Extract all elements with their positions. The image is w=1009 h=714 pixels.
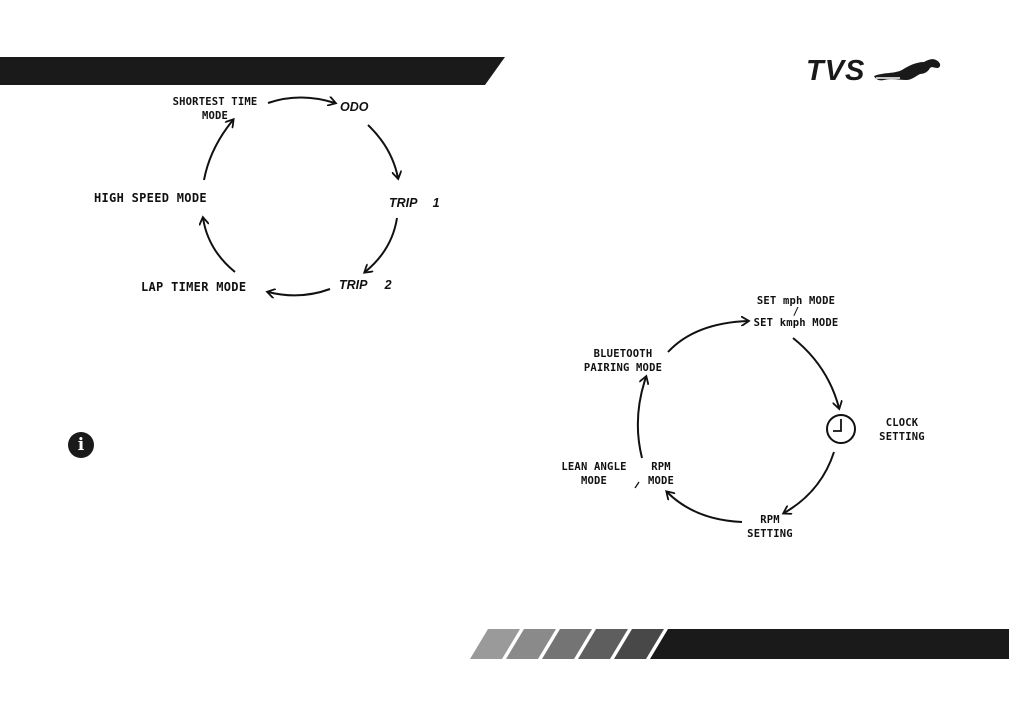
node-trip2-number: 2 — [385, 278, 392, 292]
arrow-trip1-to-trip2 — [365, 218, 397, 272]
node-trip1-number: 1 — [433, 196, 440, 210]
node-rpm-setting-line1: RPM — [740, 513, 800, 527]
node-rpm-mode-line1: RPM — [642, 460, 680, 474]
arrow-rpmsetting-to-rpmmode — [667, 492, 742, 522]
node-trip1-label: TRIP — [389, 196, 417, 210]
arrow-clock-to-rpmsetting — [784, 452, 834, 513]
arrow-lap-to-high — [203, 218, 235, 272]
node-lean-angle: LEAN ANGLE MODE — [556, 460, 632, 488]
node-high-speed: HIGH SPEED MODE — [94, 191, 207, 205]
node-clock-line1: CLOCK — [872, 416, 932, 430]
node-bluetooth-pairing: BLUETOOTH PAIRING MODE — [578, 347, 668, 375]
arrow-trip2-to-lap — [268, 289, 330, 295]
node-shortest-time-line1: SHORTEST TIME — [160, 95, 270, 109]
node-lean-line1: LEAN ANGLE — [556, 460, 632, 474]
node-shortest-time: SHORTEST TIME MODE — [160, 95, 270, 123]
arrow-rpmmode-to-bt — [638, 377, 646, 458]
node-lap-timer: LAP TIMER MODE — [141, 280, 246, 294]
arrow-shortest-to-odo — [268, 98, 335, 104]
arrow-odo-to-trip1 — [368, 125, 398, 178]
node-clock-line2: SETTING — [872, 430, 932, 444]
arrow-bt-to-setmph — [668, 321, 748, 352]
node-set-kmph: SET kmph MODE — [750, 318, 842, 329]
node-lean-line2: MODE — [556, 474, 632, 488]
node-rpm-mode-line2: MODE — [642, 474, 680, 488]
node-bt-line1: BLUETOOTH — [578, 347, 668, 361]
node-shortest-time-line2: MODE — [160, 109, 270, 123]
arrow-high-to-shortest — [204, 120, 233, 180]
node-trip1: TRIP 1 — [389, 192, 440, 211]
clock-icon — [827, 415, 855, 443]
node-trip2: TRIP 2 — [339, 274, 392, 293]
node-rpm-mode: RPM MODE — [642, 460, 680, 488]
arrow-setmph-to-clock — [793, 338, 839, 408]
lean-rpm-separator — [635, 482, 639, 488]
node-rpm-setting: RPM SETTING — [740, 513, 800, 541]
node-rpm-setting-line2: SETTING — [740, 527, 800, 541]
node-bt-line2: PAIRING MODE — [578, 361, 668, 375]
node-odo: ODO — [340, 100, 368, 114]
node-trip2-label: TRIP — [339, 278, 367, 292]
node-clock-setting: CLOCK SETTING — [872, 416, 932, 444]
node-set-speed-unit: SET mph MODE / SET kmph MODE — [750, 296, 842, 329]
